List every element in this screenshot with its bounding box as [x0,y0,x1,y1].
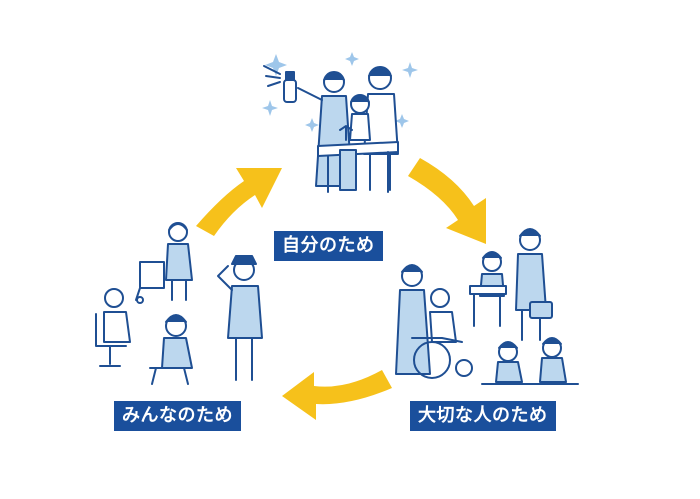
important-people-label: 大切な人のため [410,401,556,431]
arrow-to-everyone [282,370,392,420]
everyone-illustration [95,222,263,385]
arrow-to-important-people [408,158,486,244]
self-label: 自分のため [274,231,383,261]
arrow-to-self [196,168,282,236]
spray-bottle-icon [263,65,297,103]
sparkle-icon [262,52,418,132]
important-people-illustration [395,228,579,385]
cycle-arrows [196,158,486,420]
family-illustration [262,52,418,193]
everyone-label: みんなのため [114,401,241,431]
